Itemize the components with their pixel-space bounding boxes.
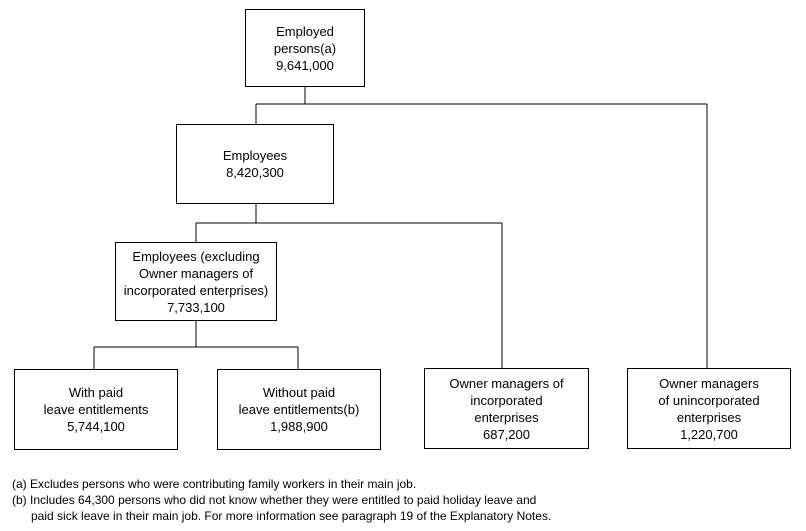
node-label-line: leave entitlements(b) <box>238 402 360 417</box>
node-label-line: incorporated <box>470 392 543 408</box>
node-with-paid-leave: With paid leave entitlements 5,744,100 <box>14 369 178 450</box>
node-employees: Employees 8,420,300 <box>176 124 334 204</box>
node-without-paid-leave: Without paid leave entitlements(b) 1,988… <box>217 369 381 450</box>
node-label-line: leave entitlements <box>43 402 149 417</box>
node-value: 5,744,100 <box>67 419 125 434</box>
node-value: 1,220,700 <box>680 426 738 442</box>
node-value: 1,988,900 <box>270 419 328 434</box>
footnote-b-continued: paid sick leave in their main job. For m… <box>31 509 552 523</box>
node-label-line: of unincorporated <box>658 392 760 408</box>
node-value: 8,420,300 <box>226 165 284 180</box>
node-label: Employed persons(a) <box>273 23 337 56</box>
footnote-a: (a) Excludes persons who were contributi… <box>12 477 417 491</box>
node-employed-persons: Employed persons(a) 9,641,000 <box>245 9 365 87</box>
node-label-line: incorporated enterprises) <box>123 282 269 298</box>
node-label-line: Owner managers of <box>138 265 254 281</box>
node-value: 7,733,100 <box>167 299 225 315</box>
footnote-b: (b) Includes 64,300 persons who did not … <box>12 493 537 507</box>
node-value: 687,200 <box>483 426 530 442</box>
node-employees-excluding-owner-managers: Employees (excluding Owner managers of i… <box>115 242 277 321</box>
node-owner-managers-incorporated: Owner managers of incorporated enterpris… <box>424 368 589 449</box>
footnotes: (a) Excludes persons who were contributi… <box>12 476 551 524</box>
node-label-line: Without paid <box>262 385 336 400</box>
node-label-line: With paid <box>68 385 124 400</box>
node-label-line: enterprises <box>474 409 539 425</box>
node-label-line: enterprises <box>676 409 742 425</box>
node-label-line: Owner managers of <box>449 375 564 391</box>
node-label-line: Owner managers <box>659 375 759 391</box>
node-label: Employees <box>222 148 288 163</box>
node-value: 9,641,000 <box>276 57 334 73</box>
node-owner-managers-unincorporated: Owner managers of unincorporated enterpr… <box>627 368 791 449</box>
node-label-line: Employees (excluding <box>132 248 260 264</box>
